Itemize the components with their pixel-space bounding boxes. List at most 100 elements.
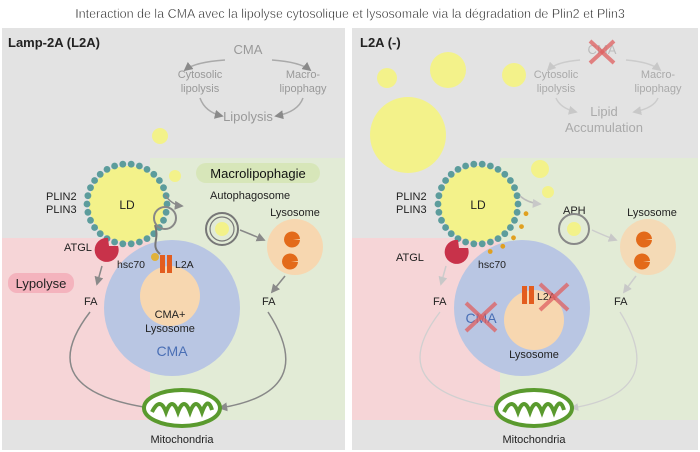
left-arrow-cyto-lipo bbox=[199, 97, 224, 119]
plin-bead bbox=[447, 170, 455, 178]
plin-bead bbox=[507, 177, 514, 184]
plin-bead bbox=[462, 238, 469, 246]
right-arrow-cyto-lipid bbox=[555, 97, 578, 115]
right-droplet-left bbox=[377, 68, 397, 88]
plin-bead bbox=[87, 184, 94, 192]
plin-bead bbox=[470, 160, 478, 168]
plin-bead bbox=[160, 184, 167, 192]
plin-bead bbox=[494, 235, 502, 243]
right-droplet-small-1 bbox=[531, 160, 549, 178]
left-fa-label-1: FA bbox=[84, 296, 98, 308]
plin-bead bbox=[163, 200, 171, 208]
left-arrow-lyso-fa bbox=[270, 275, 286, 294]
left-fa-label-2: FA bbox=[262, 296, 276, 308]
plin-bead bbox=[111, 162, 118, 170]
plin-bead bbox=[454, 166, 462, 173]
left-cytosolic-label-1: Cytosolic bbox=[178, 69, 223, 81]
right-plin3-label: PLIN3 bbox=[396, 204, 427, 216]
plin-bead bbox=[111, 238, 118, 246]
right-lipase-icon-1 bbox=[636, 231, 652, 248]
plin-bead bbox=[513, 192, 521, 200]
left-lypolyse-badge bbox=[8, 273, 74, 293]
plin-bead bbox=[136, 162, 143, 170]
hsc70-bead bbox=[523, 211, 529, 217]
right-droplet-top bbox=[430, 52, 466, 88]
hsc70-bead bbox=[511, 235, 516, 241]
plin-bead bbox=[143, 166, 151, 173]
left-arrow-atgl-fa bbox=[94, 265, 104, 286]
left-plin-coat bbox=[83, 160, 171, 248]
right-fa-label-1: FA bbox=[433, 296, 447, 308]
left-autophagosome-label: Autophagosome bbox=[210, 190, 290, 202]
plin-bead bbox=[494, 166, 502, 173]
right-arrow-cma-macro bbox=[625, 59, 662, 72]
left-lipase-icon-1 bbox=[284, 231, 300, 248]
right-atgl-icon bbox=[444, 239, 469, 264]
left-hook-arrow bbox=[153, 206, 177, 230]
left-l2a-bar-1 bbox=[160, 255, 165, 273]
left-arrow-ld-cma bbox=[154, 224, 161, 255]
plin-bead bbox=[462, 162, 469, 170]
right-ld-label: LD bbox=[470, 198, 486, 212]
right-arrow-macro-lipid bbox=[632, 97, 659, 115]
left-cma-big-label: CMA bbox=[156, 343, 188, 359]
plin-bead bbox=[162, 208, 170, 216]
left-mito-cristae bbox=[150, 401, 214, 418]
right-lysosome bbox=[620, 219, 676, 275]
left-small-droplet-2 bbox=[169, 170, 181, 182]
left-arrow-fa-mito-2 bbox=[218, 311, 287, 412]
left-autophagosome-droplet bbox=[215, 222, 229, 236]
left-macro-label-2: lipophagy bbox=[279, 83, 327, 95]
left-l2a-bar-2 bbox=[167, 255, 172, 273]
plin-bead bbox=[442, 224, 449, 231]
right-fa-label-2: FA bbox=[614, 296, 628, 308]
right-cytosolic-label-1: Cytosolic bbox=[534, 69, 579, 81]
right-droplet-small-2 bbox=[542, 186, 554, 198]
figure-title: Interaction de la CMA avec la lipolyse c… bbox=[75, 7, 625, 21]
plin-bead bbox=[514, 200, 522, 208]
left-lysosome bbox=[267, 219, 323, 275]
right-mitochondria bbox=[494, 388, 574, 428]
plin-bead bbox=[478, 160, 486, 168]
plin-bead bbox=[143, 235, 151, 243]
left-lypolyse-label: Lypolyse bbox=[16, 276, 67, 291]
left-small-droplet-1 bbox=[152, 128, 168, 144]
right-l2a-bar-1 bbox=[522, 286, 527, 304]
right-lipid-label-2: Accumulation bbox=[565, 120, 643, 135]
plin-bead bbox=[434, 200, 442, 208]
plin-bead bbox=[103, 166, 111, 173]
plin-bead bbox=[470, 240, 478, 248]
plin-bead bbox=[507, 224, 514, 231]
right-arrow-fa-mito-1 bbox=[419, 311, 502, 411]
left-arrow-cma-macro bbox=[271, 59, 312, 72]
left-hsc70-label: hsc70 bbox=[117, 259, 145, 271]
left-plin3-label: PLIN3 bbox=[46, 204, 77, 216]
plin-bead bbox=[119, 160, 127, 168]
right-arrow-aph-lyso bbox=[591, 229, 618, 242]
left-lipolysis-label: Lipolysis bbox=[223, 109, 273, 124]
plin-bead bbox=[487, 238, 494, 246]
plin-bead bbox=[136, 238, 143, 246]
plin-bead bbox=[84, 192, 92, 200]
plin-bead bbox=[87, 216, 94, 224]
right-lysosome-small-label: Lysosome bbox=[509, 349, 559, 361]
left-cytosolic-label-2: lipolysis bbox=[181, 83, 220, 95]
right-arrow-cma-cyto bbox=[546, 59, 581, 72]
left-lysosome-label: Lysosome bbox=[270, 207, 320, 219]
right-panel: L2A (-) CMA Cytosolic lipolysis Macro- l… bbox=[352, 28, 698, 450]
left-lipase-icon-2 bbox=[282, 253, 298, 270]
left-ld-label: LD bbox=[119, 198, 135, 212]
left-arrow-macro-lipo bbox=[274, 97, 304, 120]
hsc70-bead bbox=[487, 249, 493, 254]
plin-bead bbox=[511, 184, 518, 192]
left-atgl-icon bbox=[94, 237, 119, 262]
plin-bead bbox=[127, 160, 135, 168]
plin-bead bbox=[501, 230, 509, 238]
right-mito-label: Mitochondria bbox=[503, 434, 567, 446]
left-lipid-droplet bbox=[89, 166, 165, 242]
right-macro-label-2: lipophagy bbox=[634, 83, 682, 95]
right-cytosolic-label-2: lipolysis bbox=[537, 83, 576, 95]
right-cma-big-cross-icon bbox=[464, 301, 498, 333]
left-arrow-fa-mito-1 bbox=[69, 311, 152, 412]
